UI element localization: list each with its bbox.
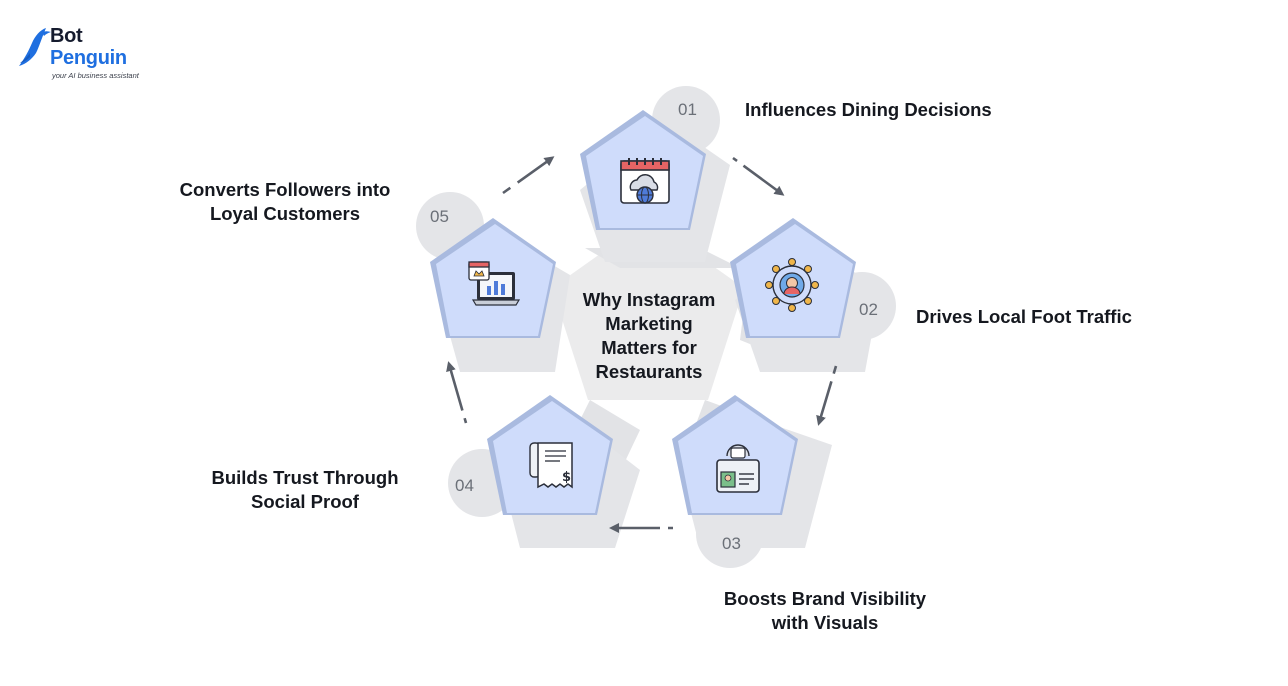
step-number-2: 02	[859, 300, 878, 319]
step-5-label-line-1: Converts Followers into	[179, 179, 391, 200]
logo-tagline: your AI business assistant	[52, 71, 139, 80]
step-2-label-line-1: Drives Local Foot Traffic	[916, 306, 1132, 327]
number-badge-bg-3	[696, 500, 764, 568]
arrow-1-to-2	[732, 156, 785, 196]
svg-text:$: $	[562, 470, 571, 485]
step-3-label-line-2: with Visuals	[771, 612, 879, 633]
step-5-label: Converts Followers into Loyal Customers	[165, 178, 405, 226]
calendar-cloud-globe-icon	[620, 158, 670, 204]
step-number-3: 03	[722, 534, 741, 553]
receipt-dollar-icon: $	[529, 442, 573, 489]
step-number-4: 04	[455, 476, 474, 495]
logo-word-penguin: Penguin	[50, 47, 127, 69]
step-1-label-line-1: Influences Dining Decisions	[745, 99, 992, 120]
laptop-chart-calendar-icon	[468, 261, 521, 306]
id-card-icon	[716, 444, 760, 493]
penguin-bird-icon	[19, 28, 51, 66]
logo-word-bot: Bot	[50, 25, 83, 47]
arrow-2-to-3	[816, 365, 838, 426]
center-title-line-2: Marketing	[605, 313, 693, 334]
center-title: Why Instagram Marketing Matters for Rest…	[560, 288, 738, 384]
step-1-label: Influences Dining Decisions	[745, 98, 992, 122]
step-3-label: Boosts Brand Visibility with Visuals	[705, 587, 945, 635]
step-number-1: 01	[678, 100, 697, 119]
botpenguin-logo: Bot Penguin your AI business assistant	[18, 24, 148, 82]
step-4-label: Builds Trust Through Social Proof	[195, 466, 415, 514]
center-title-line-3: Matters for	[601, 337, 697, 358]
step-4-label-line-2: Social Proof	[251, 491, 359, 512]
step-number-5: 05	[430, 207, 449, 226]
step-4-label-line-1: Builds Trust Through	[211, 467, 399, 488]
center-title-line-4: Restaurants	[595, 361, 703, 382]
arrow-4-to-5	[446, 361, 468, 424]
step-3-label-line-1: Boosts Brand Visibility	[723, 588, 927, 609]
step-5-label-line-2: Loyal Customers	[209, 203, 361, 224]
arrow-5-to-1	[502, 156, 555, 195]
person-network-icon	[765, 258, 819, 312]
step-2-label: Drives Local Foot Traffic	[916, 305, 1132, 329]
center-title-line-1: Why Instagram	[582, 289, 716, 310]
